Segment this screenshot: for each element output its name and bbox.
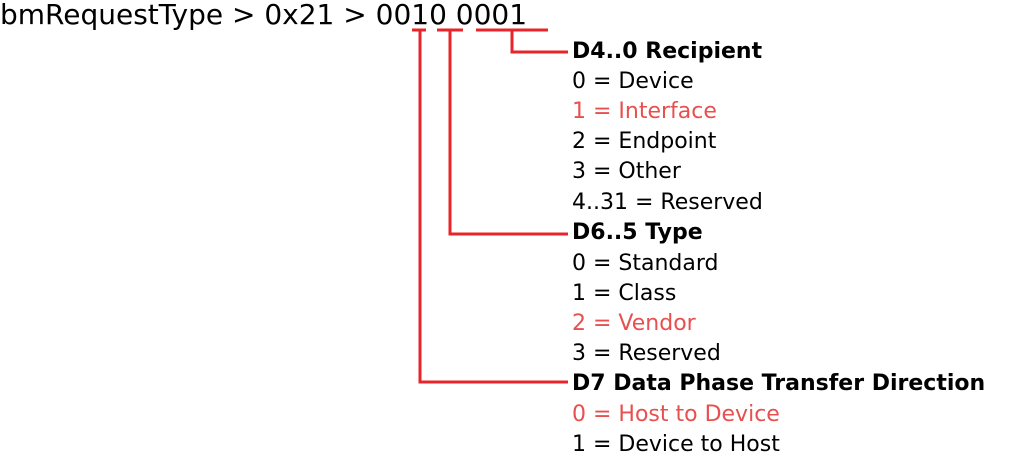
recipient-option-3: 3 = Other: [572, 159, 681, 184]
direction-heading: D7 Data Phase Transfer Direction: [572, 371, 986, 396]
direction-option-0: 0 = Host to Device: [572, 402, 780, 427]
recipient-heading: D4..0 Recipient: [572, 39, 763, 64]
bm-request-type-title: bmRequestType > 0x21 > 0010 0001: [0, 0, 528, 31]
type-option-3: 3 = Reserved: [572, 341, 721, 366]
recipient-option-1: 1 = Interface: [572, 99, 717, 124]
direction-connector: [418, 30, 568, 384]
type-option-2: 2 = Vendor: [572, 311, 696, 336]
recipient-option-4: 4..31 = Reserved: [572, 190, 763, 215]
recipient-option-2: 2 = Endpoint: [572, 129, 717, 154]
type-option-0: 0 = Standard: [572, 251, 719, 276]
direction-option-1: 1 = Device to Host: [572, 432, 780, 457]
recipient-connector: [510, 30, 568, 54]
type-connector: [448, 30, 568, 236]
type-option-1: 1 = Class: [572, 281, 677, 306]
recipient-option-0: 0 = Device: [572, 69, 694, 94]
type-heading: D6..5 Type: [572, 220, 703, 245]
